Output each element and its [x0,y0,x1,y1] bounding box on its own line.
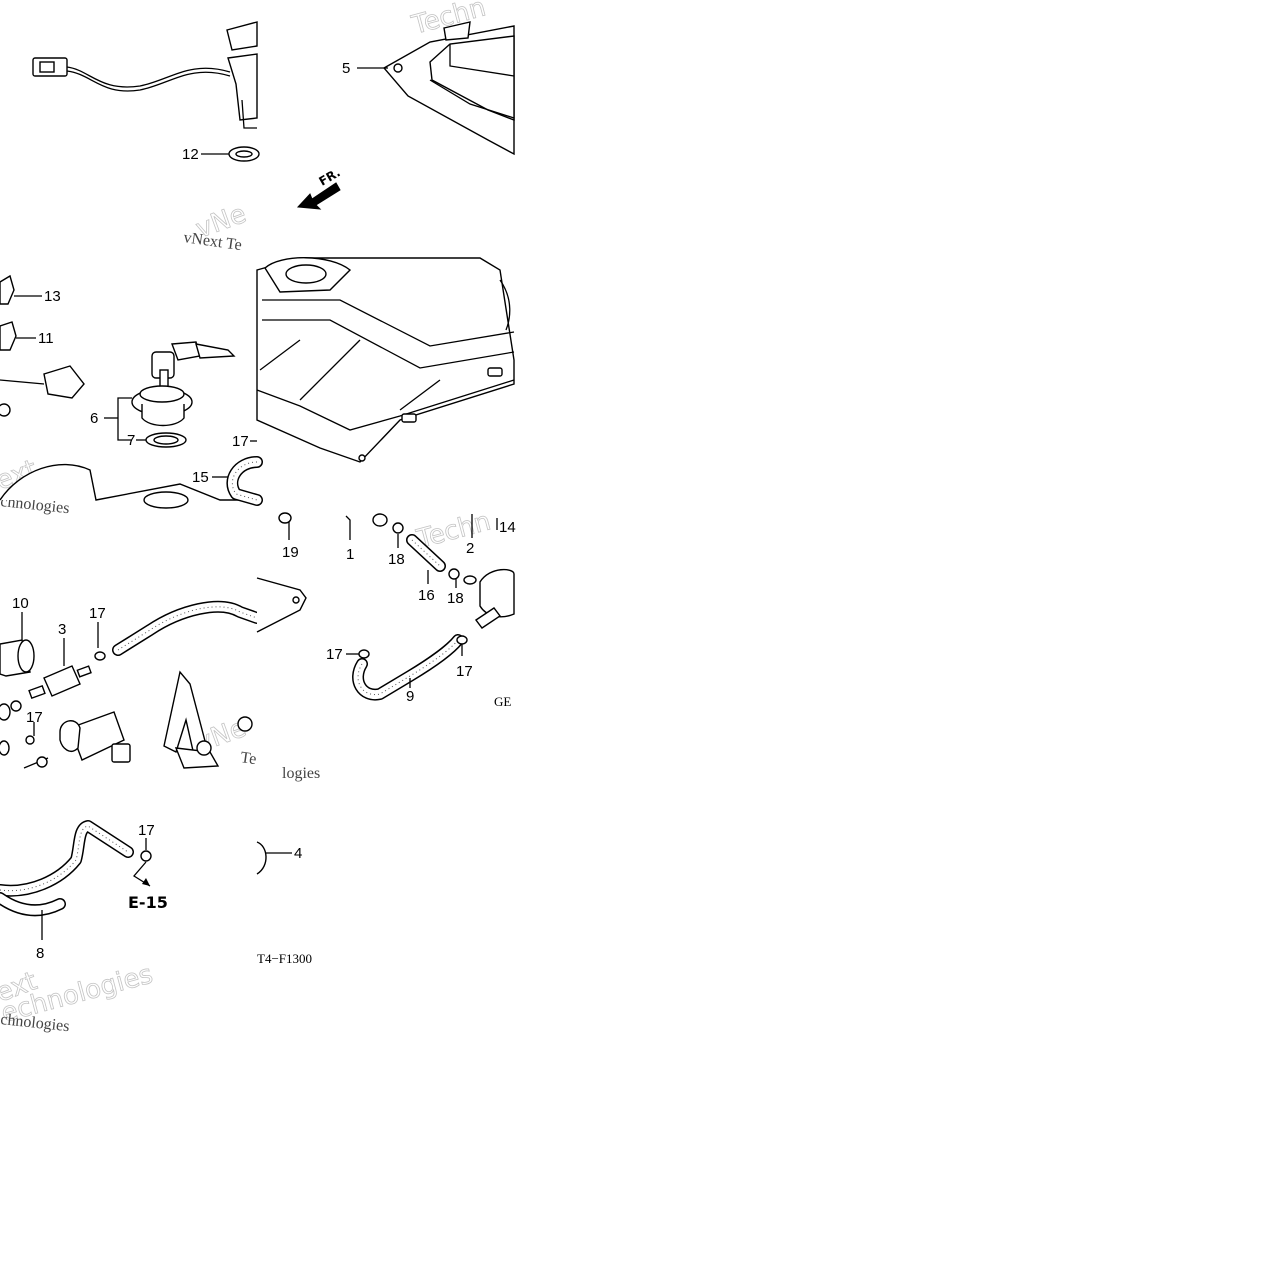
callout-number: 17 [232,433,249,450]
callout-17: 17 [89,605,106,661]
fuel-tank-lower-left [0,463,257,509]
watermark-text: Te [239,749,257,768]
small-parts-left [0,700,22,756]
callout-number: 6 [90,410,98,427]
drawing-code-cut: GE [494,694,511,709]
callout-number: 18 [447,590,464,607]
callout-number: 12 [182,146,199,163]
fuel-filter-10 [0,639,35,677]
callout-number: 16 [418,587,435,604]
callout-18: 18 [388,534,405,568]
callout-number: 2 [466,540,474,557]
callout-number: 17 [26,709,43,726]
callout-number: 14 [499,519,516,536]
fuel-tank-top [382,21,515,156]
callout-number: 7 [127,432,135,449]
callout-number: 13 [44,288,61,305]
hose-tube-top [112,600,263,656]
callout-number: 17 [138,822,155,839]
callout-number: 8 [36,945,44,962]
callout-4: 4 [256,841,302,875]
front-direction-arrow: FR. [296,165,343,210]
callout-17: 17 [232,433,257,450]
joint-3 [28,665,92,700]
callout-number: 9 [406,688,414,705]
callout-3: 3 [58,621,66,666]
fuel-tank-bottom [256,257,515,463]
callout-17: 17 [25,709,43,745]
callout-18: 18 [447,568,464,607]
callout-13: 13 [14,288,61,305]
callout-number: 11 [38,330,54,347]
direction-label: FR. [317,165,343,188]
callout-14: 14 [496,518,516,536]
callout-2: 2 [466,514,474,557]
hose-8: 8 [0,820,134,962]
callout-number: 17 [89,605,106,622]
hose-9: 9 [352,634,464,705]
callout-number: 5 [342,60,350,77]
callout-number: 19 [282,544,299,561]
hose-15: 15 [192,456,263,506]
callout-number: 15 [192,469,209,486]
callout-17: 17 [456,635,473,680]
callout-number: 3 [58,621,66,638]
callout-10: 10 [12,595,29,640]
fuel-cap-with-key [131,341,236,448]
callout-number: 10 [12,595,29,612]
callout-19: 19 [278,512,299,561]
callout-12: 12 [182,146,229,163]
callout-17: 17 [138,822,155,862]
fuel-pump-assembly [32,21,260,162]
callout-1: 1 [345,515,354,563]
callout-number: 17 [456,663,473,680]
callout-7: 7 [127,432,146,449]
hose-16: 16 [406,534,446,604]
callout-17: 17 [326,646,370,663]
hose-tube-loop [256,577,307,633]
watermark-text: chnologies [0,1011,70,1035]
fuel-pump-unit [23,711,131,769]
watermark-text: logies [282,765,320,782]
callout-number: 18 [388,551,405,568]
drawing-code: T4−F1300 [257,951,312,966]
reference-label: E-15 [128,893,168,912]
mounting-bracket [163,670,253,769]
fuel-gauge-parts [0,274,85,417]
callout-6: 6 [90,397,132,441]
callout-number: 4 [294,845,302,862]
evap-canister [463,568,515,629]
callout-number: 17 [326,646,343,663]
callout-5: 5 [342,60,388,77]
fuel-valve-1 [372,513,404,534]
reference-e15: E-15 [128,861,168,912]
callout-11: 11 [16,330,54,347]
callout-number: 1 [346,546,354,563]
